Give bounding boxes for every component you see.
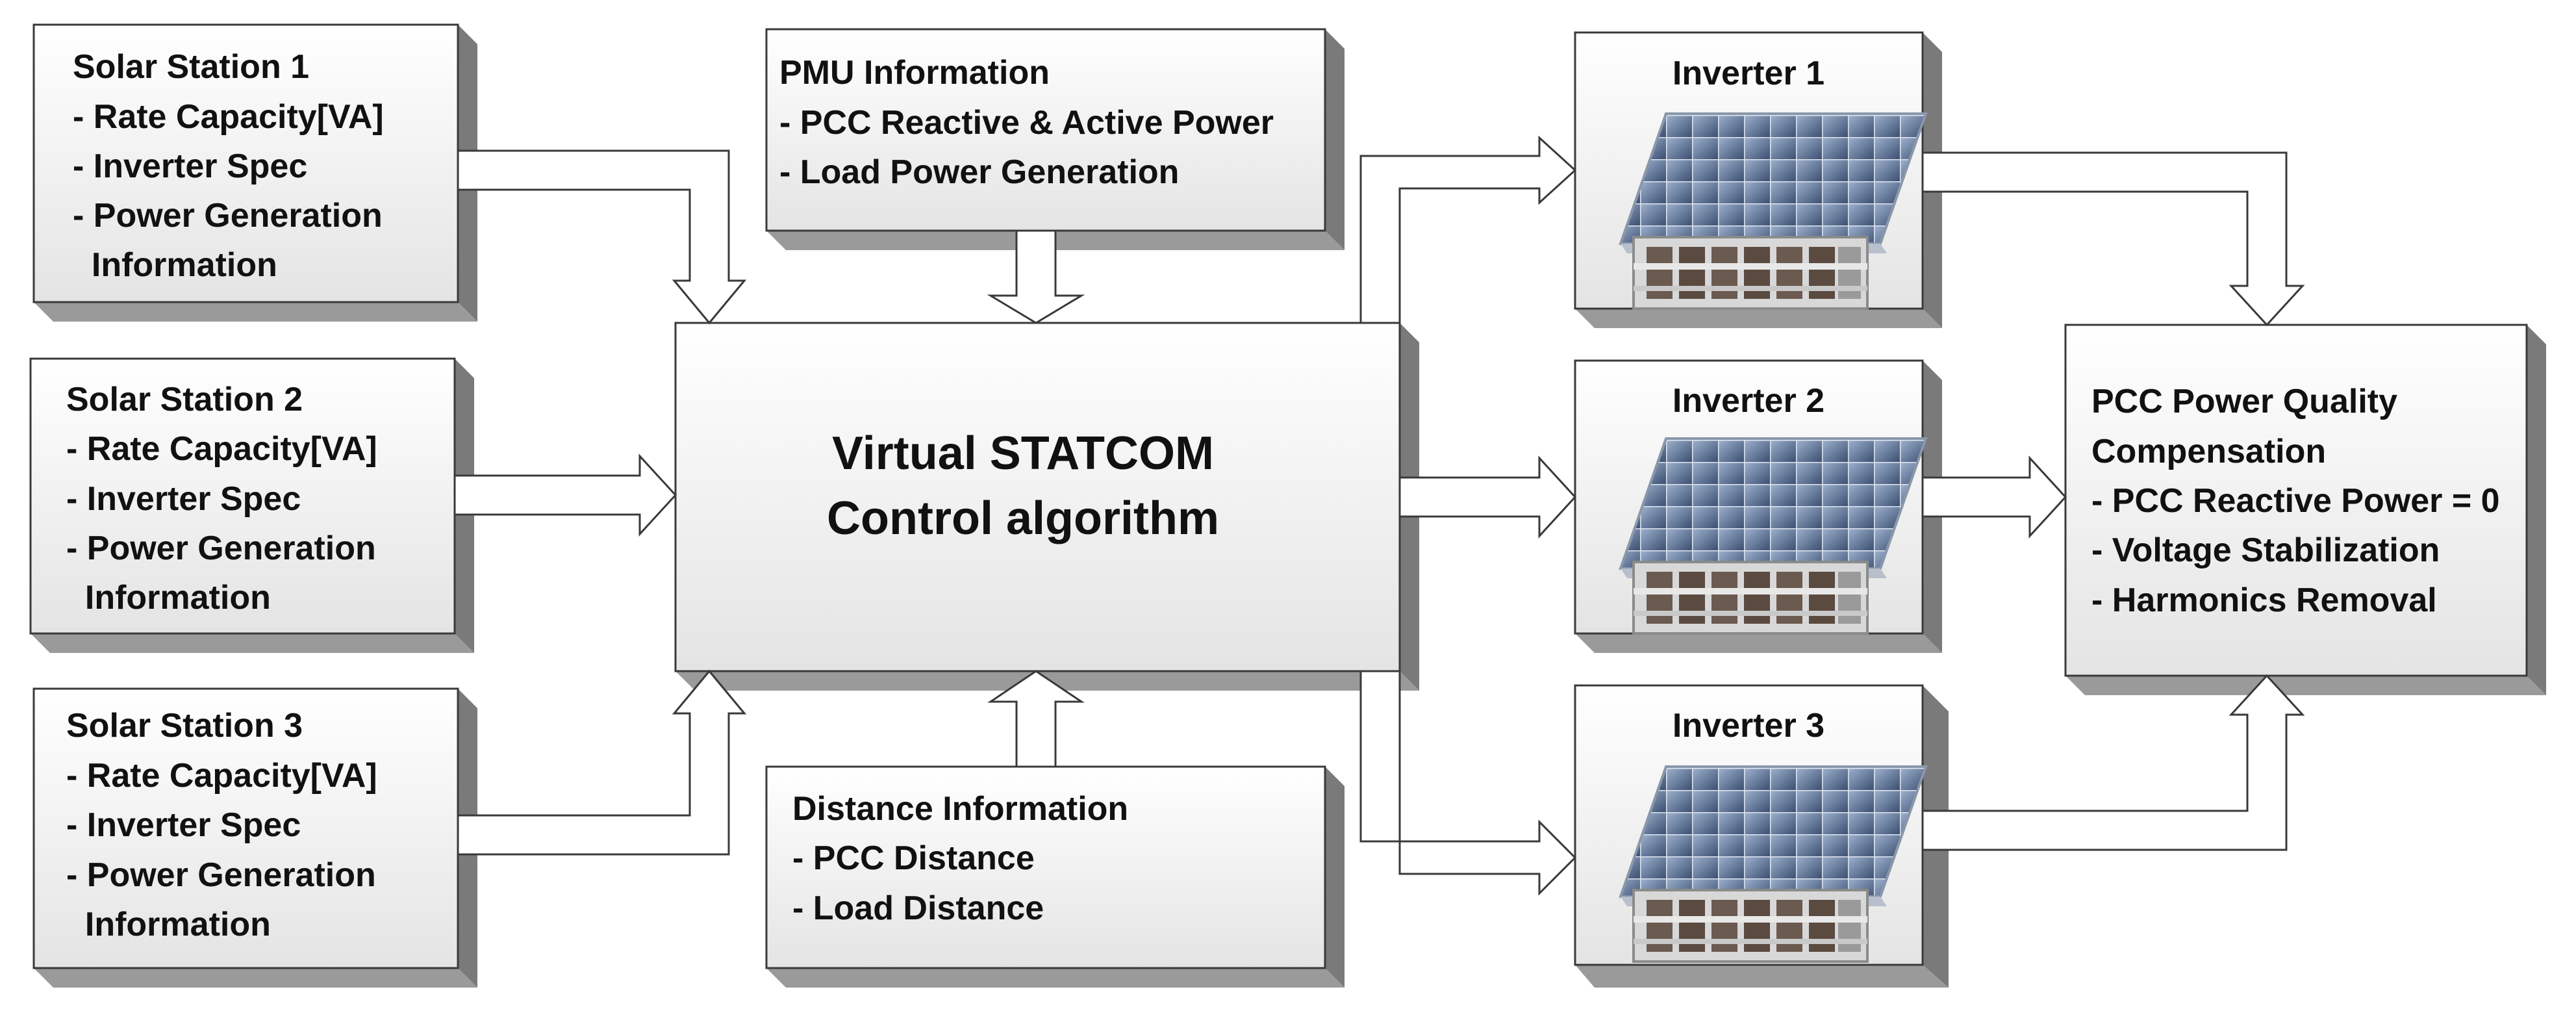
solar-station-3-title: Solar Station 3 [66, 707, 303, 745]
controller-title-line-2: Control algorithm [827, 492, 1219, 544]
pcc-compensation-box: PCC Power Quality Compensation - PCC Rea… [2064, 324, 2546, 695]
inverter-1-title: Inverter 1 [1673, 55, 1825, 92]
solar-station-2-line-2: - Inverter Spec [66, 480, 301, 518]
arrow-controller-to-inverter3 [1359, 670, 1577, 896]
arrow-pmu-to-controller [987, 229, 1085, 324]
solar-station-1-line-1: - Rate Capacity[VA] [73, 98, 384, 136]
solar-station-3-box: Solar Station 3 - Rate Capacity[VA] - In… [32, 687, 477, 988]
solar-station-3-line-2: - Inverter Spec [66, 806, 301, 844]
pcc-line-3: - Harmonics Removal [2091, 581, 2437, 619]
solar-station-2-line-4: Information [66, 579, 271, 617]
inverter-1-box: Inverter 1 [1574, 31, 1942, 328]
arrow-solar2-to-controller [453, 453, 677, 537]
solar-station-2-line-3: - Power Generation [66, 530, 376, 567]
pcc-title-line-1: PCC Power Quality [2091, 383, 2397, 420]
pmu-information-box: PMU Information - PCC Reactive & Active … [765, 28, 1345, 250]
inverter-2-title: Inverter 2 [1673, 382, 1825, 420]
pcc-title-line-2: Compensation [2091, 433, 2326, 470]
arrow-controller-to-inverter2 [1398, 455, 1577, 539]
solar-station-1-line-4: Information [73, 246, 277, 284]
solar-station-3-line-4: Information [66, 906, 271, 943]
solar-station-1-line-2: - Inverter Spec [73, 147, 307, 185]
solar-station-1-box: Solar Station 1 - Rate Capacity[VA] - In… [32, 23, 477, 322]
pcc-line-1: - PCC Reactive Power = 0 [2091, 482, 2500, 520]
distance-information-box: Distance Information - PCC Distance - Lo… [765, 765, 1345, 988]
arrow-distance-to-controller [987, 670, 1085, 768]
arrow-solar3-to-controller [457, 669, 747, 856]
arrow-controller-to-inverter1 [1359, 135, 1577, 324]
arrow-inverter1-to-pcc [1921, 151, 2305, 327]
pmu-line-1: - PCC Reactive & Active Power [779, 104, 1274, 142]
solar-station-2-box: Solar Station 2 - Rate Capacity[VA] - In… [29, 357, 474, 653]
solar-station-1-line-3: - Power Generation [73, 197, 383, 235]
solar-station-3-line-1: - Rate Capacity[VA] [66, 757, 377, 795]
inverter-3-box: Inverter 3 [1574, 684, 1949, 988]
pmu-line-2: - Load Power Generation [779, 153, 1179, 191]
statcom-controller-box: Virtual STATCOM Control algorithm [674, 322, 1419, 691]
pmu-title: PMU Information [779, 54, 1050, 92]
inverter-3-title: Inverter 3 [1673, 707, 1825, 745]
arrow-solar1-to-controller [457, 149, 747, 325]
pcc-line-2: - Voltage Stabilization [2091, 531, 2440, 569]
distance-line-1: - PCC Distance [792, 839, 1035, 877]
solar-station-2-line-1: - Rate Capacity[VA] [66, 430, 377, 468]
arrow-inverter2-to-pcc [1921, 455, 2067, 539]
arrow-inverter3-to-pcc [1921, 674, 2305, 851]
inverter-2-box: Inverter 2 [1574, 359, 1942, 653]
solar-station-2-title: Solar Station 2 [66, 381, 303, 418]
controller-title-line-1: Virtual STATCOM [832, 428, 1214, 479]
distance-line-2: - Load Distance [792, 889, 1044, 927]
distance-title: Distance Information [792, 790, 1128, 828]
solar-station-3-line-3: - Power Generation [66, 856, 376, 894]
solar-station-1-title: Solar Station 1 [73, 48, 309, 86]
